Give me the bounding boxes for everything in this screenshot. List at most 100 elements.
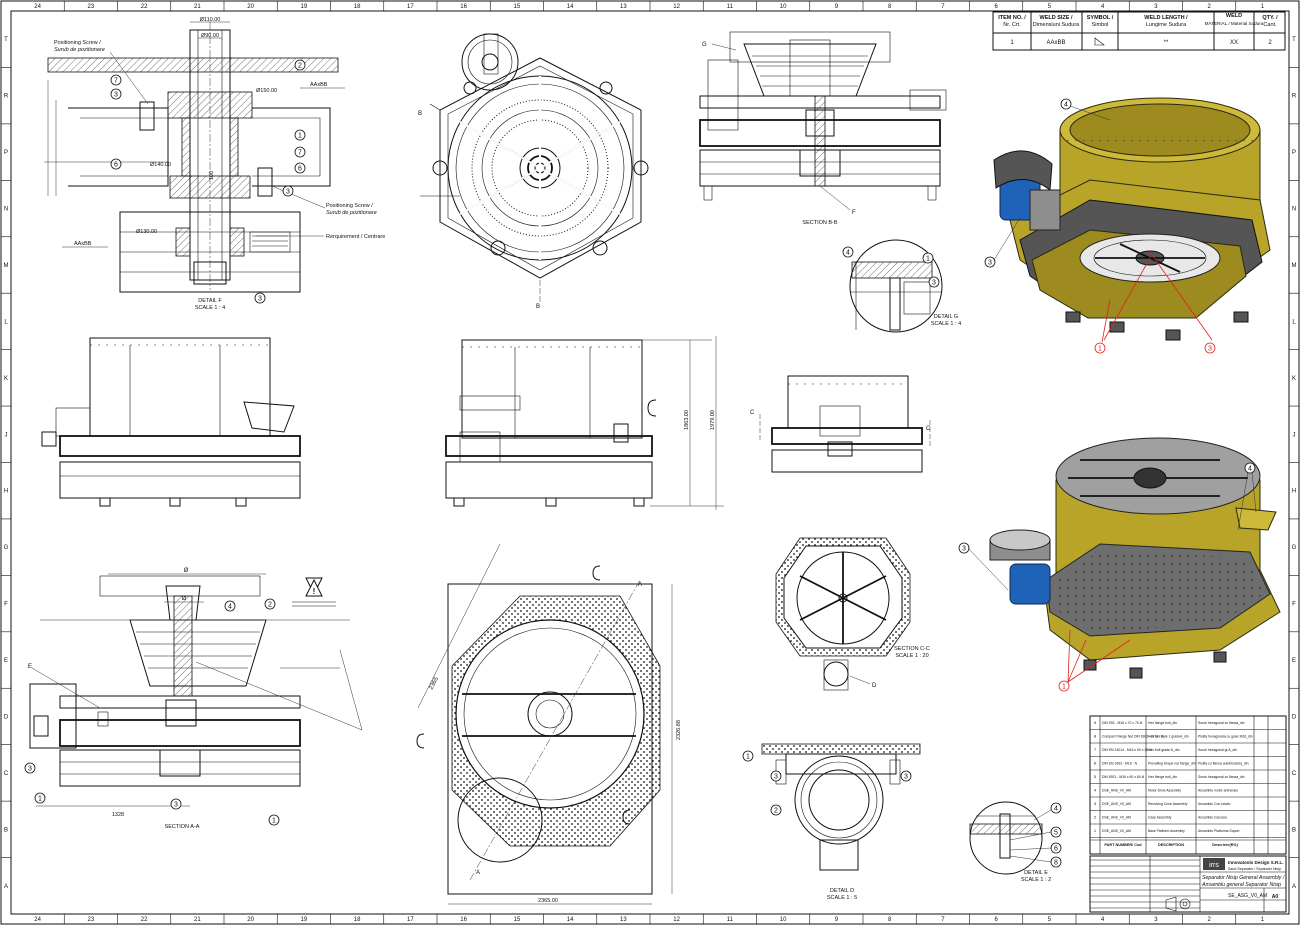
positioning-screw-top-label: Positioning Screw / [54,40,101,46]
column-marker: 7 [941,4,945,10]
weld-cell-size: AAxBB [1046,40,1065,46]
dim-110: Ø110.00 [200,17,221,23]
svg-text:2: 2 [268,602,272,609]
balloon-3-aa: 3 [24,762,36,774]
row-marker: A [4,884,8,890]
bom-description: Hex nut style 1 gradeA_din [1148,735,1189,739]
svg-text:3: 3 [774,774,778,781]
drawing-title-ro: Ansamblu general Separator Nisip [1201,882,1281,888]
side-elevation-c: C C [750,375,931,473]
sheet-size: A0 [1272,894,1279,900]
cut-a-top: A [638,582,642,588]
bom-part-number: DIN EN 24014 - M16 x 50 x 38-N [1102,748,1152,752]
svg-text:8: 8 [1054,860,1058,867]
bom-item-no: 8 [1094,734,1097,739]
svg-text:4: 4 [1064,102,1068,109]
detail-g-title: DETAIL G [934,314,958,320]
row-marker: G [4,545,9,551]
detail-f-scale: SCALE 1 : 4 [195,305,225,311]
bom-description: Motor Drive Assembly [1148,789,1181,793]
svg-text:4: 4 [1054,806,1058,813]
svg-text:3: 3 [1208,346,1212,353]
row-marker: G [1292,545,1297,551]
balloon-1-aa-b: 1 [268,814,280,826]
drawing-number: SE_ASG_V0_AM [1228,893,1267,899]
section-bb-view: F G SECTION B-B [699,31,947,226]
company-name: Innovatools Design S.R.L. [1228,860,1284,865]
detail-f-title: DETAIL F [198,298,222,304]
row-marker: M [1292,263,1297,269]
weld-callout-f2: AAxBB [74,241,92,247]
drawing-title-en: Separator Nisip General Assembly / [1202,875,1285,881]
dim-2365: 2365.00 [538,898,558,904]
weld-h3-l2: Simbol [1092,22,1109,28]
bom-description-ro: Surub hexagonal cu flansa_din [1198,775,1245,779]
bom-item-no: 1 [1094,828,1097,833]
balloon-3-render-top: 3 [984,256,996,268]
row-marker: F [1292,602,1296,608]
row-marker: T [1292,37,1296,43]
svg-text:4: 4 [228,604,232,611]
phi-aa-2: Ø [182,596,187,602]
bom-item-no: 3 [1094,801,1097,806]
column-marker: 5 [1048,917,1052,923]
weld-h4-l1: WELD LENGTH / [1144,15,1188,21]
balloon-6a: 6 [110,158,122,170]
svg-text:3: 3 [988,260,992,267]
weld-h4-l2: Lungime Sudura [1146,22,1187,28]
balloon-5-e: 5 [1050,826,1062,838]
column-marker: 9 [835,4,839,10]
svg-text:2: 2 [298,63,302,70]
svg-text:6: 6 [298,166,302,173]
column-marker: 3 [1154,917,1158,923]
positioning-screw-bottom-label-ro: Surub de pozitionare [326,210,377,216]
detail-e-scale: SCALE 1 : 2 [1021,877,1051,883]
detail-g-scale: SCALE 1 : 4 [931,321,961,327]
svg-text:1: 1 [272,818,276,825]
column-marker: 22 [141,917,148,923]
column-marker: 2 [1207,917,1211,923]
detail-d-scale: SCALE 1 : 5 [827,895,857,901]
row-marker: F [4,602,8,608]
dim-130: Ø130.00 [136,229,157,235]
row-marker: A [1292,884,1296,890]
row-marker: D [4,714,9,720]
bom-item-no: 6 [1094,761,1097,766]
weld-cell-length: ** [1164,40,1169,46]
column-marker: 15 [514,917,521,923]
row-marker: K [4,376,8,382]
column-marker: 18 [354,917,361,923]
column-marker: 21 [194,917,201,923]
column-marker: 17 [407,4,414,10]
weld-table: ITEM NO. / Nr. Crt. WELD SIZE / Dimensiu… [992,11,1286,51]
svg-text:3: 3 [932,280,936,287]
row-marker: M [4,263,9,269]
balloon-1-aa-a: 1 [34,792,46,804]
phi-aa-1: Ø [184,568,189,574]
balloon-1a: 1 [294,129,306,141]
bom-description: Hex flange bolt_din [1148,775,1177,779]
balloon-4-g: 4 [842,246,854,258]
row-marker: P [1292,150,1296,156]
cut-d-cc: D [872,683,877,689]
svg-text:7: 7 [298,150,302,157]
row-marker: H [1292,489,1296,495]
cut-f-bb: F [852,210,856,216]
row-marker: B [1292,827,1296,833]
bom-description-ro: Piulita hexagonala cu guler M16_din [1198,735,1253,739]
row-marker: H [4,489,8,495]
bom-header-desc: DESCRIPTION [1158,843,1184,847]
row-marker: J [5,432,8,438]
balloon-6b: 6 [294,162,306,174]
svg-text:4: 4 [1248,466,1252,473]
column-marker: 23 [88,4,95,10]
row-marker: P [4,150,8,156]
column-marker: 24 [34,4,41,10]
svg-text:6: 6 [114,162,118,169]
bom-item-no: 2 [1094,815,1097,820]
column-marker: 20 [247,917,254,923]
balloon-3c: 3 [254,292,266,304]
column-marker: 8 [888,917,892,923]
cut-g-bb: G [702,42,707,48]
